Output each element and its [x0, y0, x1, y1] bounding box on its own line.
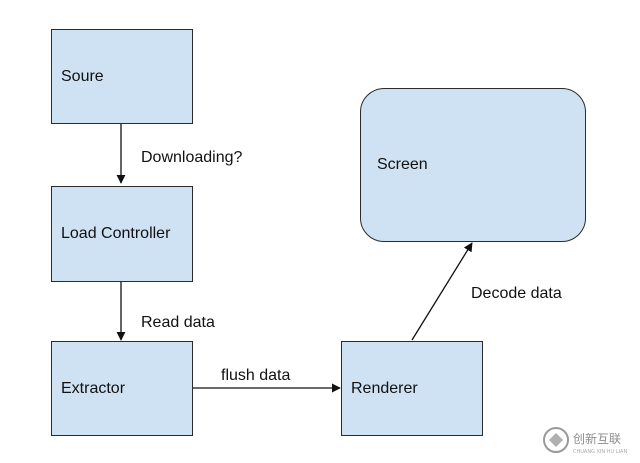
node-load-controller: Load Controller: [51, 186, 193, 282]
node-renderer: Renderer: [341, 341, 483, 436]
node-source: Soure: [51, 29, 193, 124]
node-renderer-label: Renderer: [351, 379, 418, 397]
edge-label-downloading: Downloading?: [141, 149, 243, 166]
node-screen: Screen: [360, 88, 586, 242]
node-extractor-label: Extractor: [61, 379, 126, 397]
node-load-controller-label: Load Controller: [61, 225, 171, 242]
arrow-renderer-to-screen: [411, 242, 473, 341]
svg-text:CHUANG XIN HU LIAN: CHUANG XIN HU LIAN: [573, 449, 627, 455]
edge-label-flush-data: flush data: [221, 367, 291, 384]
node-source-label: Soure: [61, 67, 104, 85]
watermark-logo-icon: 创新互联 CHUANG XIN HU LIAN: [543, 427, 627, 455]
svg-text:创新互联: 创新互联: [573, 431, 621, 446]
node-extractor: Extractor: [51, 341, 193, 436]
watermark-logo: 创新互联 CHUANG XIN HU LIAN: [540, 424, 636, 458]
edge-label-read-data: Read data: [141, 314, 215, 331]
node-screen-label: Screen: [377, 156, 428, 173]
edge-label-decode-data: Decode data: [471, 285, 562, 302]
